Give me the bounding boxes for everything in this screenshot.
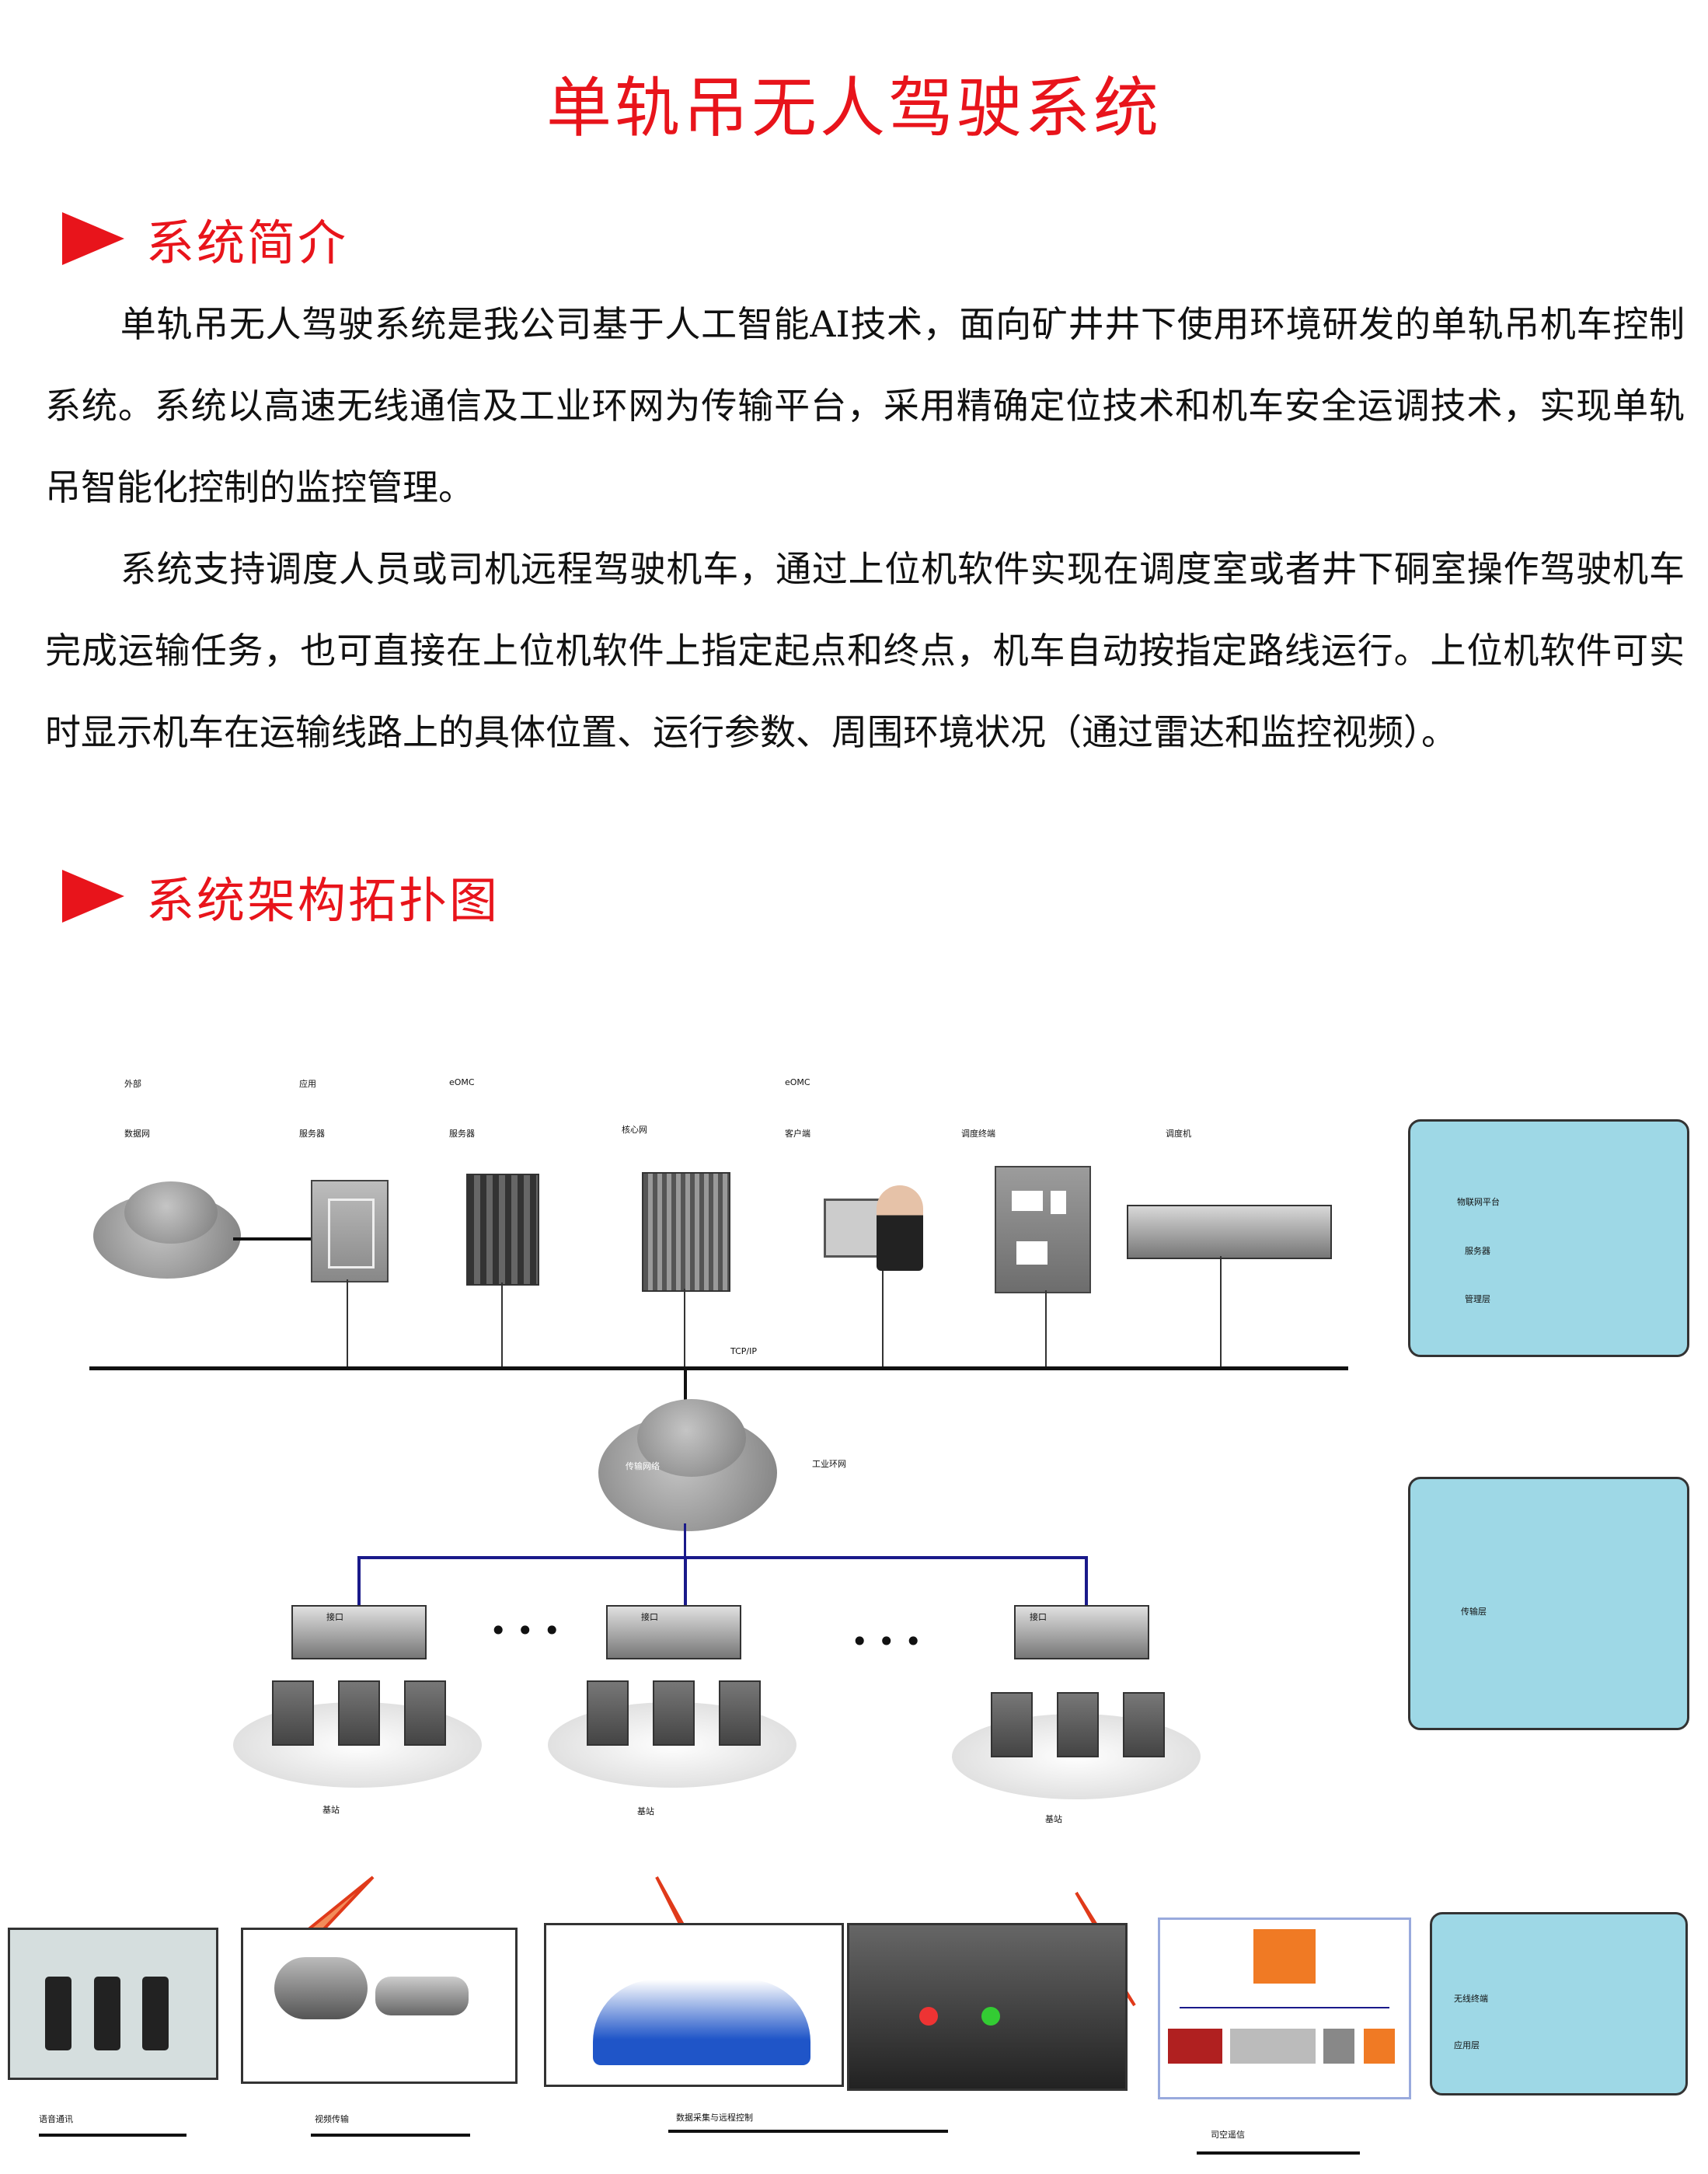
- connector-line: [1045, 1290, 1047, 1366]
- base-station-icon: [991, 1692, 1033, 1757]
- base-station-icon: [653, 1680, 695, 1746]
- label-interface: 接口: [326, 1612, 343, 1622]
- label-core: 核心网: [622, 1125, 647, 1135]
- topology-diagram: 外部 数据网 应用 服务器 eOMC 服务器 核心网 eOMC 客户端 调度终端…: [0, 1026, 1708, 2174]
- intro-paragraph-2-text: 系统支持调度人员或司机远程驾驶机车，通过上位机软件实现在调度室或者井下硐室操作驾…: [45, 548, 1685, 753]
- label-base-station: 基站: [322, 1805, 340, 1815]
- label-dispatch-terminal: 调度终端: [961, 1129, 995, 1139]
- core-network-icon: [642, 1172, 730, 1292]
- label-external-2: 数据网: [124, 1129, 150, 1139]
- label-base-station: 基站: [1045, 1814, 1062, 1824]
- cloud-icon: [637, 1399, 746, 1477]
- label-signal: 司空遥信: [1211, 2130, 1245, 2140]
- base-station-icon: [719, 1680, 761, 1746]
- management-layer-panel: 物联网平台 服务器 管理层: [1408, 1119, 1689, 1357]
- label-dispatcher: 调度机: [1166, 1129, 1191, 1139]
- label-tcp-ip: TCP/IP: [730, 1346, 757, 1356]
- connector-line: [357, 1556, 361, 1607]
- label-management-layer: 管理层: [1465, 1294, 1490, 1304]
- ellipsis-dots: • • •: [490, 1614, 561, 1648]
- tunnel-image: [847, 1923, 1128, 2091]
- label-transport-network: 传输网络: [626, 1461, 660, 1471]
- underline: [39, 2134, 186, 2137]
- ellipsis-dots: • • •: [851, 1624, 922, 1659]
- label-eomc-client: eOMC: [785, 1077, 810, 1087]
- signal-equipment-image: [1158, 1918, 1411, 2099]
- connector-line: [684, 1556, 687, 1607]
- base-station-icon: [272, 1680, 314, 1746]
- base-station-icon: [404, 1680, 446, 1746]
- arrow-right-icon: [62, 870, 124, 923]
- intro-paragraph-2: 系统支持调度人员或司机远程驾驶机车，通过上位机软件实现在调度室或者井下硐室操作驾…: [45, 529, 1685, 773]
- label-iot-platform: 物联网平台: [1457, 1197, 1500, 1207]
- connector-line: [1220, 1256, 1222, 1366]
- dispatch-terminal-icon: [995, 1166, 1091, 1293]
- app-server-icon: [311, 1180, 389, 1282]
- dispatcher-icon: [1127, 1205, 1332, 1259]
- label-application-layer: 应用层: [1454, 2040, 1480, 2050]
- label-eomc-server: eOMC: [449, 1077, 475, 1087]
- user-icon: [877, 1185, 923, 1271]
- connector-line: [501, 1282, 503, 1366]
- base-station-icon: [1057, 1692, 1099, 1757]
- page-title: 单轨吊无人驾驶系统: [546, 70, 1162, 146]
- label-voice: 语音通讯: [39, 2114, 73, 2124]
- interface-device-icon: [1014, 1605, 1149, 1659]
- label-video: 视频传输: [315, 2114, 349, 2124]
- label-server: 服务器: [1465, 1246, 1490, 1256]
- label-interface: 接口: [641, 1612, 658, 1622]
- base-station-icon: [1123, 1692, 1165, 1757]
- transport-layer-panel: 传输层: [1408, 1477, 1689, 1730]
- ring-line: [357, 1556, 1088, 1559]
- label-app: 应用: [299, 1079, 316, 1089]
- intro-paragraph-1-text: 单轨吊无人驾驶系统是我公司基于人工智能AI技术，面向矿井井下使用环境研发的单轨吊…: [45, 303, 1685, 508]
- connector-line: [347, 1279, 348, 1366]
- section-heading-text: 系统架构拓扑图: [146, 872, 500, 929]
- camera-image: [241, 1928, 518, 2084]
- connector-line: [684, 1523, 686, 1558]
- label-base-station: 基站: [637, 1806, 654, 1816]
- underline: [311, 2134, 470, 2137]
- base-station-icon: [338, 1680, 380, 1746]
- eomc-server-icon: [466, 1174, 539, 1286]
- connector-line: [233, 1237, 311, 1241]
- label-eomc-server-2: 服务器: [449, 1129, 475, 1139]
- locomotive-image: [544, 1923, 844, 2087]
- underline: [668, 2130, 948, 2133]
- label-wireless-terminal: 无线终端: [1454, 1994, 1488, 2004]
- connector-line: [684, 1370, 687, 1425]
- label-app-2: 服务器: [299, 1129, 325, 1139]
- arrow-right-icon: [62, 212, 124, 265]
- radio-handset-image: [8, 1928, 218, 2080]
- underline: [1197, 2151, 1360, 2155]
- intro-paragraph-1: 单轨吊无人驾驶系统是我公司基于人工智能AI技术，面向矿井井下使用环境研发的单轨吊…: [45, 284, 1685, 529]
- connector-line: [1085, 1556, 1088, 1607]
- interface-device-icon: [606, 1605, 741, 1659]
- label-interface: 接口: [1030, 1612, 1047, 1622]
- section-heading-topology: 系统架构拓扑图: [62, 861, 500, 931]
- label-industrial-ring: 工业环网: [812, 1459, 846, 1469]
- label-eomc-client-2: 客户端: [785, 1129, 810, 1139]
- application-layer-panel: 无线终端 应用层: [1430, 1912, 1688, 2095]
- section-heading-text: 系统简介: [146, 215, 349, 271]
- interface-device-icon: [291, 1605, 427, 1659]
- tcp-ip-bus: [89, 1366, 1348, 1370]
- label-transport-layer: 传输层: [1461, 1607, 1487, 1617]
- connector-line: [882, 1271, 884, 1366]
- cloud-icon: [124, 1181, 218, 1244]
- section-heading-intro: 系统简介: [62, 204, 348, 274]
- label-external: 外部: [124, 1079, 141, 1089]
- connector-line: [684, 1289, 685, 1366]
- base-station-icon: [587, 1680, 629, 1746]
- label-data: 数据采集与远程控制: [676, 2113, 753, 2123]
